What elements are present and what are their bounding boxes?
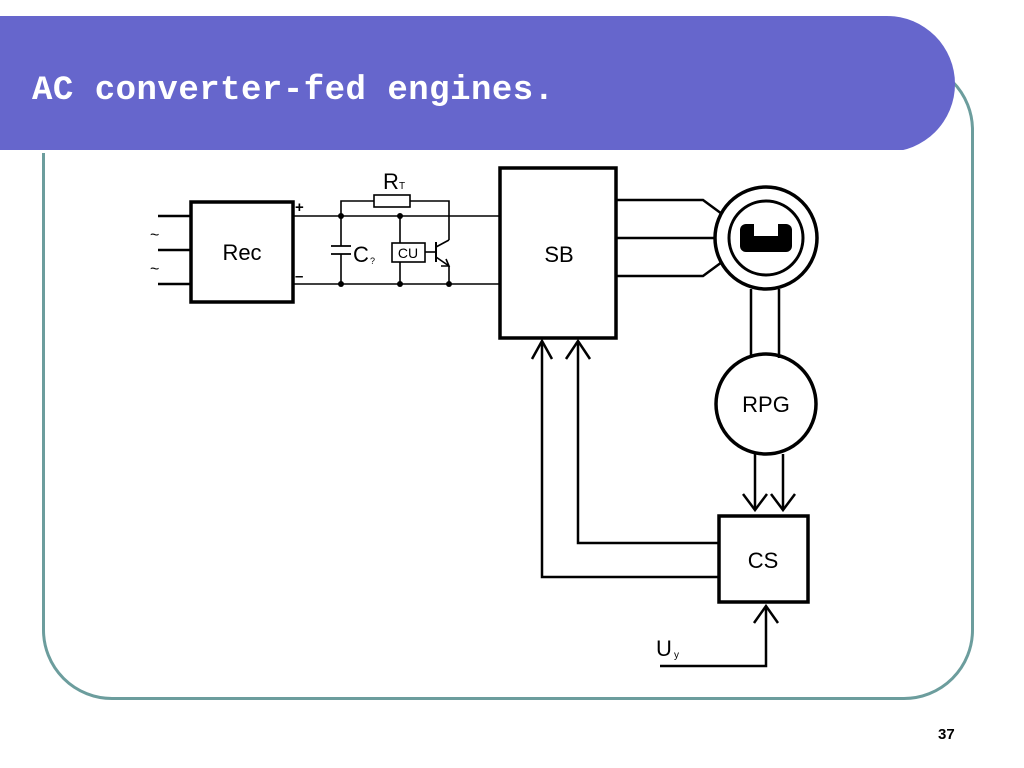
junction-dot: [338, 281, 344, 287]
junction-dot: [397, 281, 403, 287]
control-voltage-label: U: [656, 636, 672, 661]
arrow-icon: [530, 338, 554, 360]
junction-dot: [338, 213, 344, 219]
motor-inner-ring: [727, 199, 805, 277]
control-unit-label: CU: [398, 245, 418, 261]
plus-sign: +: [295, 199, 304, 216]
title-divider: [0, 150, 905, 153]
capacitor-subscript: ?: [370, 256, 375, 266]
rotor-icon: [740, 224, 792, 252]
junction-dot: [397, 213, 403, 219]
arrow-icon: [742, 493, 768, 513]
control-system-block: [717, 514, 810, 604]
feedback-line: [576, 341, 719, 545]
motor-icon: [713, 185, 819, 291]
switch-block-label: SB: [544, 242, 573, 267]
minus-sign: –: [295, 268, 303, 285]
control-voltage-line: [660, 606, 768, 668]
slide-title: AC converter-fed engines.: [32, 72, 555, 110]
ac-symbol: ~: [150, 227, 159, 244]
arrow-icon: [770, 493, 796, 513]
control-voltage-subscript: y: [674, 650, 679, 661]
rectifier-label: Rec: [222, 240, 261, 265]
resistor-icon: [373, 194, 411, 208]
switch-block: [498, 166, 618, 340]
title-bar: AC converter-fed engines.: [0, 16, 955, 153]
arrow-icon: [564, 338, 592, 360]
rpg-circle: [714, 352, 818, 456]
capacitor-label: C: [353, 242, 369, 267]
junction-dot: [446, 281, 452, 287]
feedback-line: [540, 341, 719, 579]
resistor-label: R: [383, 169, 399, 194]
ac-symbol: ~: [150, 261, 159, 278]
phase-line: [616, 260, 723, 278]
resistor-branch: [340, 200, 374, 216]
transistor-emitter: [435, 256, 450, 267]
rectifier-block: [189, 200, 295, 304]
transistor-collector: [435, 239, 450, 248]
resistor-subscript: T: [399, 181, 405, 192]
slide-number: 37: [938, 726, 955, 743]
phase-line: [616, 198, 723, 216]
resistor-branch: [410, 200, 450, 240]
rpg-label: RPG: [742, 392, 790, 417]
rotor-slot: [754, 224, 778, 236]
control-system-label: CS: [748, 548, 779, 573]
arrow-icon: [752, 603, 780, 624]
